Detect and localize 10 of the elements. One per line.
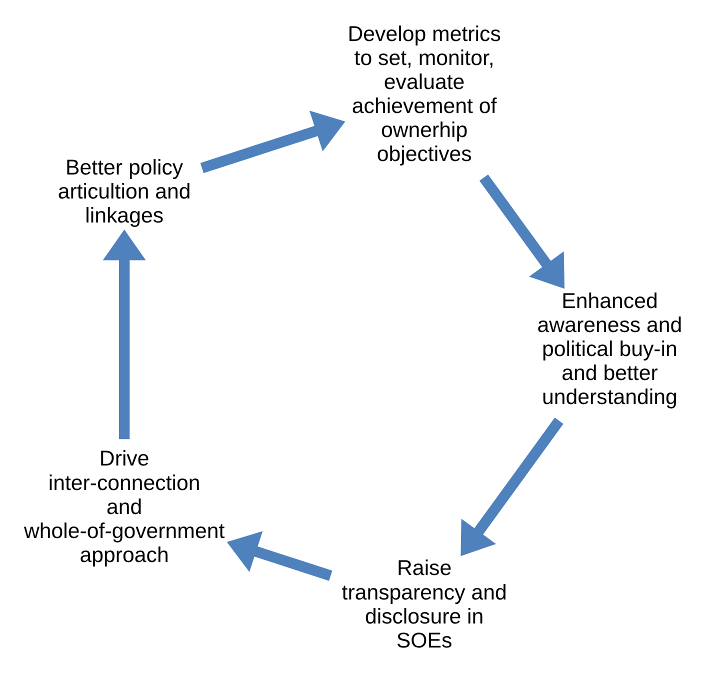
node-text: Develop metrics to set, monitor, evaluate achievement of ownerhip objectives (348, 22, 501, 166)
node-text: Enhanced awareness and political buy-in and better understanding (537, 289, 682, 410)
node-text: Raise transparency and disclosure in SOEs (342, 556, 507, 652)
arrow (102, 230, 146, 440)
node-text: Drive inter-connection and whole-of-government approach (24, 446, 225, 567)
arrow (226, 531, 332, 581)
node-text: Better policy articultion and linkages (58, 155, 191, 228)
arrow (460, 418, 564, 556)
arrow (479, 174, 565, 289)
arrow (200, 110, 346, 174)
